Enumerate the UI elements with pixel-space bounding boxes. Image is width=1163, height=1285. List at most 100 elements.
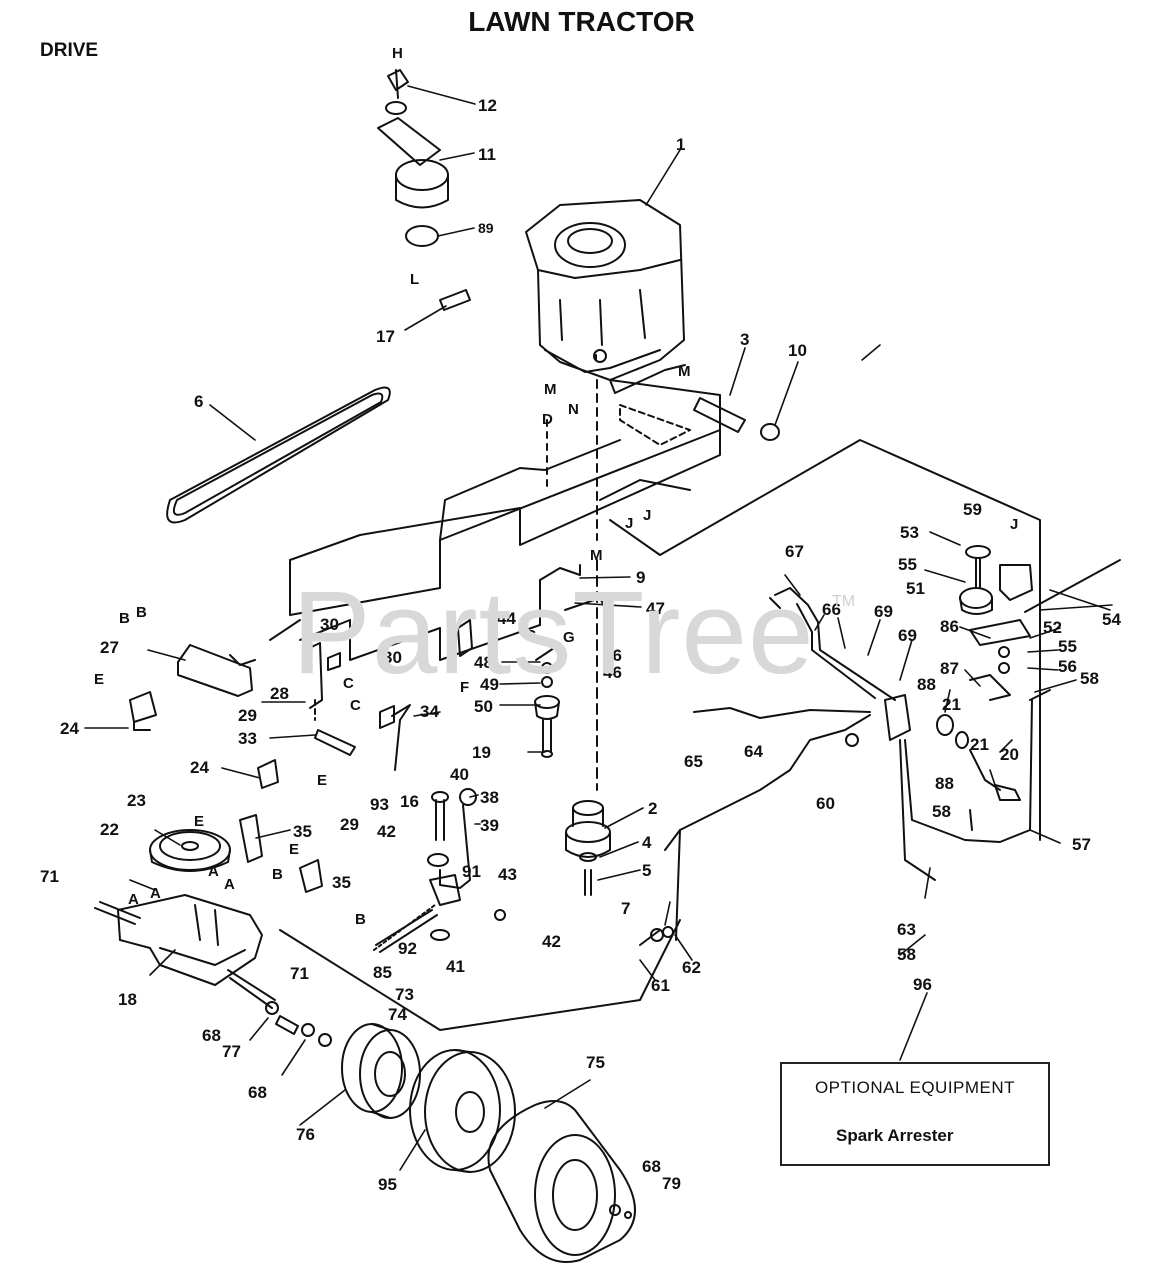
callout-number: 29 bbox=[340, 815, 359, 834]
ref-letter: L bbox=[410, 271, 419, 288]
ref-letter: A bbox=[128, 891, 139, 908]
callout-number: 76 bbox=[296, 1125, 315, 1144]
ref-letter: D bbox=[542, 411, 553, 428]
transaxle-part bbox=[94, 894, 332, 1047]
callout-number: 18 bbox=[118, 990, 137, 1009]
callout-number: 46 bbox=[603, 646, 622, 665]
callout-number: 62 bbox=[682, 958, 701, 977]
callout-number: 87 bbox=[940, 659, 959, 678]
callout-number: 56 bbox=[1058, 657, 1077, 676]
callout-number: 69 bbox=[898, 626, 917, 645]
callout-labels: 1 12 11 89 17 3 10 6 9 47 44 48 46 46 49… bbox=[40, 96, 1121, 1194]
ref-letter: A bbox=[208, 863, 219, 880]
ref-letter: G bbox=[563, 629, 575, 646]
optional-equipment-heading: OPTIONAL EQUIPMENT bbox=[814, 1078, 1016, 1097]
callout-number: 35 bbox=[293, 822, 312, 841]
callout-number: 61 bbox=[651, 976, 670, 995]
callout-number: 47 bbox=[646, 599, 665, 618]
callout-number: 60 bbox=[816, 794, 835, 813]
callout-number: 38 bbox=[480, 788, 499, 807]
shift-bracket-part bbox=[177, 642, 411, 771]
callout-number: 73 bbox=[395, 985, 414, 1004]
callout-number: 24 bbox=[60, 719, 79, 738]
ref-letter: E bbox=[289, 841, 299, 858]
callout-number: 4 bbox=[642, 833, 652, 852]
ref-letter: B bbox=[119, 610, 130, 627]
callout-number: 46 bbox=[603, 663, 622, 682]
callout-number: 50 bbox=[474, 697, 493, 716]
ref-letter: A bbox=[150, 885, 161, 902]
clutch-linkage-part bbox=[457, 379, 606, 758]
callout-number: 42 bbox=[542, 932, 561, 951]
ref-letter: J bbox=[625, 515, 633, 532]
callout-number: 21 bbox=[970, 735, 989, 754]
watermark-trademark: TM bbox=[832, 593, 856, 610]
ref-letter: C bbox=[343, 675, 354, 692]
callout-number: 86 bbox=[940, 617, 959, 636]
callout-number: 96 bbox=[913, 975, 932, 994]
callout-leader-lines bbox=[84, 85, 1113, 1171]
callout-number: 57 bbox=[1072, 835, 1091, 854]
speed-control-rod-part bbox=[639, 587, 1033, 946]
muffler-part bbox=[377, 69, 449, 247]
callout-number: 16 bbox=[400, 792, 419, 811]
callout-number: 75 bbox=[586, 1053, 605, 1072]
ref-letter: B bbox=[272, 866, 283, 883]
callout-number: 55 bbox=[898, 555, 917, 574]
callout-number: 29 bbox=[238, 706, 257, 725]
callout-number: 79 bbox=[662, 1174, 681, 1193]
ref-letter: B bbox=[136, 604, 147, 621]
callout-number: 48 bbox=[474, 653, 493, 672]
callout-number: 21 bbox=[942, 695, 961, 714]
callout-number: 34 bbox=[420, 702, 439, 721]
callout-number: 35 bbox=[332, 873, 351, 892]
callout-number: 55 bbox=[1058, 637, 1077, 656]
ref-letter: A bbox=[224, 876, 235, 893]
callout-number: 85 bbox=[373, 963, 392, 982]
callout-number: 42 bbox=[377, 822, 396, 841]
ref-letter: J bbox=[643, 507, 651, 524]
page-title: LAWN TRACTOR bbox=[468, 6, 695, 37]
callout-number: 11 bbox=[478, 145, 496, 164]
callout-number: 74 bbox=[388, 1005, 407, 1024]
ref-letter: E bbox=[317, 772, 327, 789]
cruise-linkage-part bbox=[936, 545, 1121, 831]
clip-part bbox=[129, 691, 279, 789]
callout-number: 58 bbox=[1080, 669, 1099, 688]
tire-part bbox=[487, 1100, 636, 1263]
callout-number: 77 bbox=[222, 1042, 241, 1061]
callout-number: 6 bbox=[194, 392, 203, 411]
callout-number: 93 bbox=[370, 795, 389, 814]
drive-belt-part bbox=[166, 386, 391, 524]
callout-number: 19 bbox=[472, 743, 491, 762]
ref-letter: G bbox=[525, 627, 537, 644]
callout-number: 91 bbox=[462, 862, 481, 881]
callout-number: 64 bbox=[744, 742, 763, 761]
ref-letter: E bbox=[194, 813, 204, 830]
ref-letter: F bbox=[460, 679, 469, 696]
callout-number: 28 bbox=[270, 684, 289, 703]
ref-letter: M bbox=[544, 381, 557, 398]
callout-number: 51 bbox=[906, 579, 925, 598]
callout-number: 7 bbox=[621, 899, 630, 918]
callout-number: 89 bbox=[478, 220, 494, 236]
callout-number: 54 bbox=[1102, 610, 1121, 629]
callout-number: 41 bbox=[446, 957, 465, 976]
callout-number: 95 bbox=[378, 1175, 397, 1194]
brake-lever-part bbox=[373, 788, 506, 953]
callout-number: 24 bbox=[190, 758, 209, 777]
callout-number: 68 bbox=[642, 1157, 661, 1176]
callout-number: 88 bbox=[917, 675, 936, 694]
callout-number: 30 bbox=[383, 648, 402, 667]
ref-letter: C bbox=[350, 697, 361, 714]
callout-number: 52 bbox=[1043, 618, 1062, 637]
callout-number: 53 bbox=[900, 523, 919, 542]
optional-equipment-item: Spark Arrester bbox=[836, 1126, 954, 1145]
callout-number: 65 bbox=[684, 752, 703, 771]
ref-letter: B bbox=[355, 911, 366, 928]
frame-outline bbox=[269, 379, 1041, 1031]
callout-number: 68 bbox=[202, 1026, 221, 1045]
callout-number: 39 bbox=[480, 816, 499, 835]
